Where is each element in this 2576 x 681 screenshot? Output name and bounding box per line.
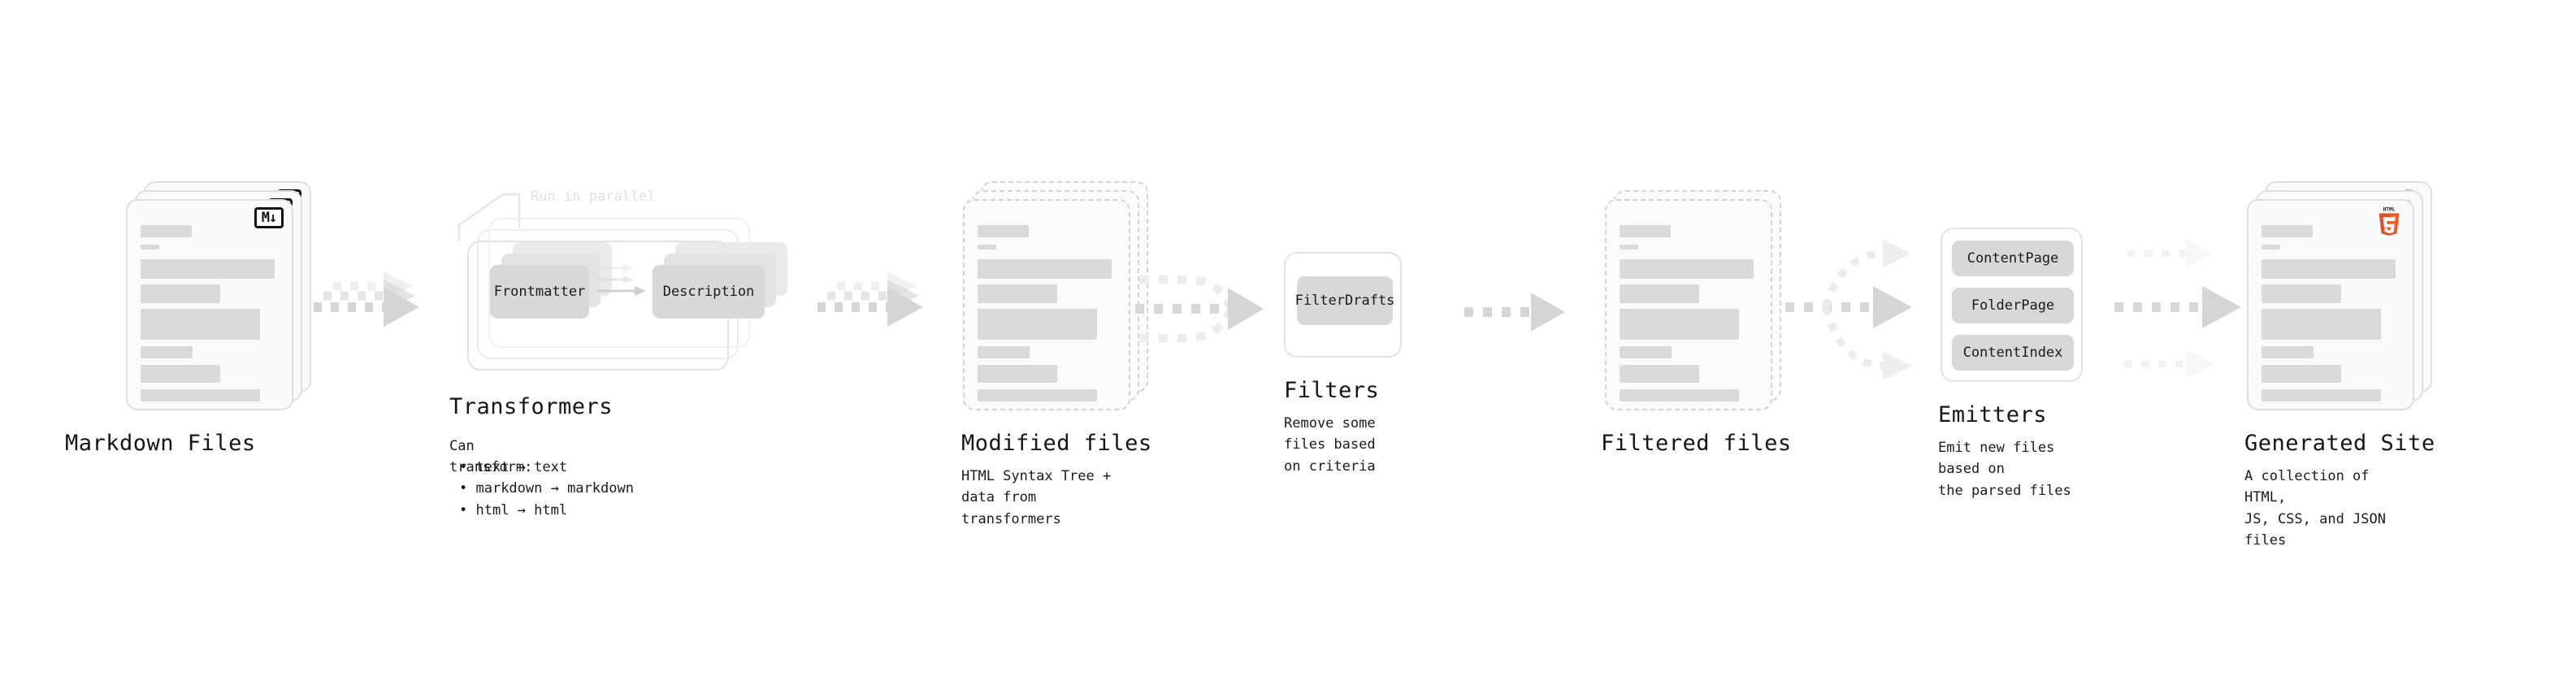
filter-pill-filterdrafts[interactable]: FilterDrafts xyxy=(1295,276,1395,325)
skeleton-line xyxy=(978,309,1097,340)
modified-files-sub: HTML Syntax Tree + data from transformer… xyxy=(961,468,1112,527)
markdown-icon: M↓ xyxy=(254,207,284,228)
stage-markdown-files: M↓ M↓ M↓ Markdow xyxy=(65,181,311,456)
skeleton-line xyxy=(978,245,996,249)
connector-transformers-to-modified xyxy=(817,271,923,327)
connector-modified-to-filters xyxy=(1135,275,1264,342)
transformers-sub: Can transform: xyxy=(449,438,533,476)
stage-label-transformers: Transformers xyxy=(449,394,614,419)
skeleton-line xyxy=(2262,389,2381,401)
skeleton-line xyxy=(141,245,159,249)
svg-text:HTML: HTML xyxy=(2383,207,2396,213)
pill-label: FilterDrafts xyxy=(1295,293,1395,309)
skeleton-line xyxy=(2262,365,2341,383)
connector-filtered-to-emitters xyxy=(1785,239,1912,380)
filters-sub: Remove some files based on criteria xyxy=(1284,415,1376,475)
transformer-pill-description[interactable]: Description xyxy=(653,265,765,319)
emitter-pill-contentindex[interactable]: ContentIndex xyxy=(1952,335,2074,371)
generated-site-stack: CSS HTML xyxy=(2247,181,2432,435)
skeleton-line xyxy=(141,346,193,358)
parallel-brace xyxy=(458,193,521,241)
bullet-item: • text → text xyxy=(459,459,568,475)
stage-label-markdown-files: Markdown Files xyxy=(65,431,256,456)
stage-generated-site: CSS HTML xyxy=(2244,181,2435,549)
filtered-file-stack xyxy=(1605,190,1781,435)
skeleton-line xyxy=(978,259,1112,279)
stage-modified-files: Modified files HTML Syntax Tree + data f… xyxy=(961,181,1151,527)
pill-label: ContentPage xyxy=(1967,250,2059,267)
markdown-file-stack: M↓ M↓ M↓ xyxy=(126,181,311,435)
connector-md-to-transformers xyxy=(314,271,419,327)
pill-label: ContentIndex xyxy=(1962,345,2063,361)
connector-emitters-to-site xyxy=(2114,240,2241,378)
markdown-card-front: M↓ xyxy=(126,199,293,410)
pill-label: Description xyxy=(662,284,755,300)
skeleton-line xyxy=(141,225,192,237)
modified-card-front xyxy=(963,199,1130,410)
stage-label-modified-files: Modified files xyxy=(961,431,1152,456)
connector-frontmatter-to-description xyxy=(597,264,646,296)
skeleton-line xyxy=(2262,259,2396,279)
skeleton-line xyxy=(141,284,220,303)
skeleton-line xyxy=(1620,245,1638,249)
skeleton-line xyxy=(2262,284,2341,303)
stage-label-emitters: Emitters xyxy=(1938,402,2048,427)
skeleton-line xyxy=(141,309,260,340)
skeleton-line xyxy=(1620,309,1739,340)
html5-shield: HTML xyxy=(2379,207,2400,236)
generated-site-sub: A collection of HTML, JS, CSS, and JSON … xyxy=(2244,468,2386,549)
stage-filters: FilterDrafts Filters Remove some files b… xyxy=(1284,252,1402,475)
stage-label-filters: Filters xyxy=(1284,378,1380,403)
stage-filtered-files: Filtered files xyxy=(1601,190,1791,456)
emitter-pill-contentpage[interactable]: ContentPage xyxy=(1952,241,2074,276)
stage-label-filtered-files: Filtered files xyxy=(1601,431,1792,456)
emitters-sub: Emit new files based on the parsed files xyxy=(1938,440,2071,499)
skeleton-line xyxy=(1620,259,1754,279)
skeleton-line xyxy=(978,346,1030,358)
transformers-bullets: • text → text • markdown → markdown • ht… xyxy=(459,457,634,521)
skeleton-line xyxy=(141,389,260,401)
transformer-pill-frontmatter[interactable]: Frontmatter xyxy=(490,265,589,319)
emitter-pill-folderpage[interactable]: FolderPage xyxy=(1952,288,2074,323)
skeleton-line xyxy=(1620,225,1671,237)
skeleton-line xyxy=(1620,346,1672,358)
skeleton-line xyxy=(2262,309,2381,340)
run-in-parallel-label: Run in parallel xyxy=(531,189,656,205)
modified-file-stack xyxy=(963,181,1148,435)
pill-label: Frontmatter xyxy=(493,284,586,300)
skeleton-line xyxy=(141,259,275,279)
skeleton-line xyxy=(2262,245,2280,249)
skeleton-line xyxy=(2262,346,2314,358)
skeleton-line xyxy=(978,365,1057,383)
skeleton-line xyxy=(1620,284,1699,303)
connector-filters-to-filtered xyxy=(1464,293,1565,332)
filtered-card-front xyxy=(1605,199,1772,410)
html5-icon: HTML xyxy=(2375,206,2403,240)
stage-label-generated-site: Generated Site xyxy=(2244,431,2435,456)
pill-label: FolderPage xyxy=(1971,297,2055,314)
skeleton-line xyxy=(1620,389,1739,401)
site-card-front-html: HTML xyxy=(2247,199,2414,410)
skeleton-line xyxy=(978,284,1057,303)
skeleton-line xyxy=(2262,225,2313,237)
bullet-item: • markdown → markdown xyxy=(459,480,634,497)
bullet-item: • html → html xyxy=(459,501,568,518)
stage-emitters: ContentPage FolderPage ContentIndex Emit… xyxy=(1938,228,2083,499)
skeleton-line xyxy=(978,389,1097,401)
skeleton-line xyxy=(978,225,1029,237)
filters-box: FilterDrafts xyxy=(1284,252,1402,358)
skeleton-line xyxy=(141,365,220,383)
skeleton-line xyxy=(1620,365,1699,383)
emitters-box: ContentPage FolderPage ContentIndex xyxy=(1941,228,2083,382)
